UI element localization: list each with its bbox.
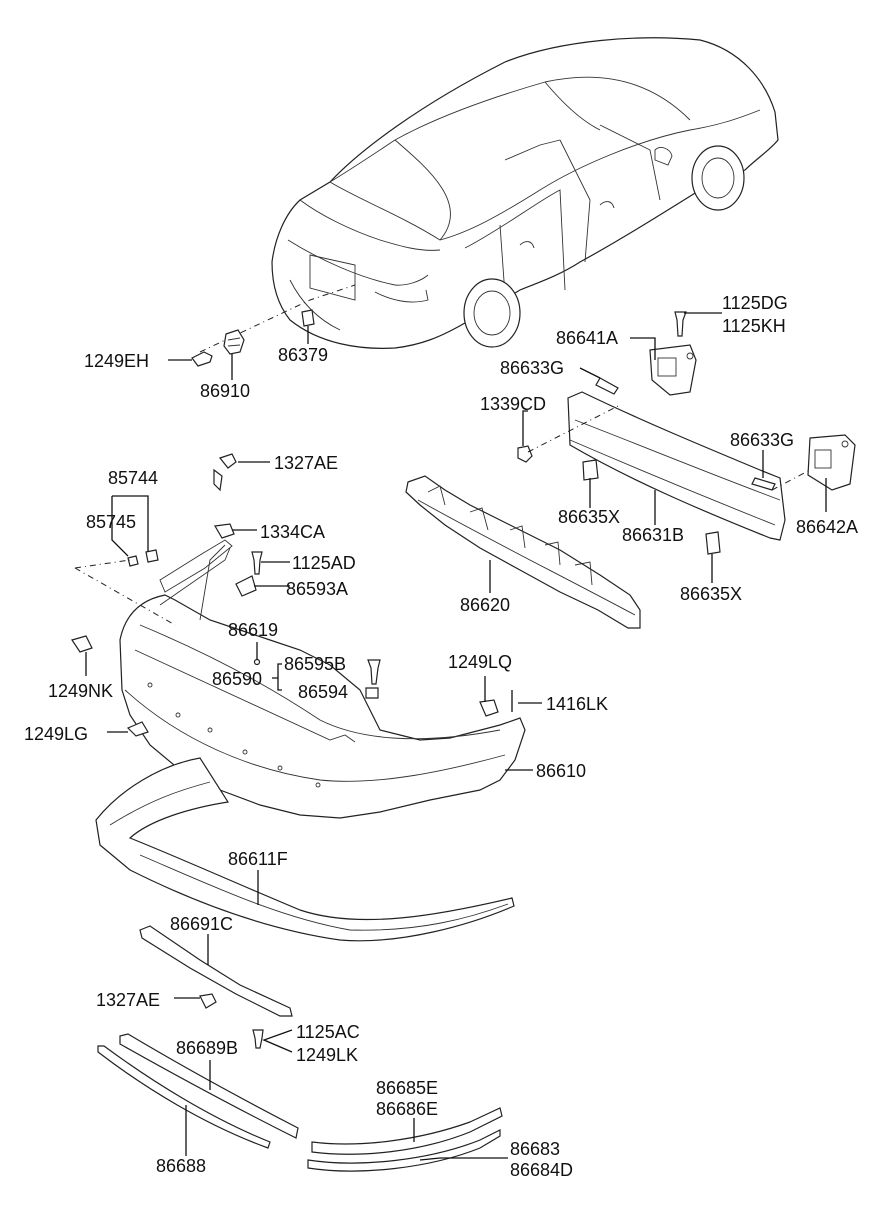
car-illustration <box>271 37 779 349</box>
bolt-1125AD-icon <box>251 551 263 575</box>
label-86593A: 86593A <box>286 579 348 599</box>
nut-1327AE-top-icon <box>218 453 237 469</box>
bolt-86595B-icon <box>367 659 381 685</box>
label-86686E: 86686E <box>376 1099 438 1119</box>
label-1125AC: 1125AC <box>296 1022 360 1042</box>
leader-lines <box>85 312 827 1161</box>
label-1249EH: 1249EH <box>84 351 149 371</box>
bracket-86641A-icon <box>649 344 697 396</box>
label-86635X-a: 86635X <box>558 507 620 527</box>
bracket-86642A-icon <box>807 434 856 491</box>
molding-86691C-icon <box>139 925 293 1017</box>
label-1339CD: 1339CD <box>480 394 546 414</box>
nut-86594-icon <box>365 687 379 699</box>
part-86619-icon <box>253 658 261 666</box>
label-86619: 86619 <box>228 620 278 640</box>
label-85744: 85744 <box>108 468 158 488</box>
label-1416LK: 1416LK <box>546 694 608 714</box>
label-86594: 86594 <box>298 682 348 702</box>
label-86633G-top: 86633G <box>500 358 564 378</box>
bracket-86635X-b-icon <box>705 531 721 555</box>
bracket-86593A-side <box>159 539 233 593</box>
label-86691C: 86691C <box>170 914 233 934</box>
clip-85744-icon <box>145 549 159 563</box>
label-86610: 86610 <box>536 761 586 781</box>
label-86683: 86683 <box>510 1139 560 1159</box>
label-1249LK: 1249LK <box>296 1045 358 1065</box>
bracket-86593A-icon <box>235 575 257 597</box>
label-1327AE-bottom: 1327AE <box>96 990 160 1010</box>
label-86689B: 86689B <box>176 1038 238 1058</box>
label-1125DG: 1125DG <box>722 293 788 313</box>
label-1249LG: 1249LG <box>24 724 88 744</box>
label-86620: 86620 <box>460 595 510 615</box>
clip-85745-icon <box>127 555 139 567</box>
absorber-86620-icon <box>405 475 641 629</box>
label-86910: 86910 <box>200 381 250 401</box>
label-1334CA: 1334CA <box>260 522 325 542</box>
nut-1339CD-icon <box>517 445 533 463</box>
strip-86683-icon <box>307 1129 501 1172</box>
label-86688: 86688 <box>156 1156 206 1176</box>
label-86684D: 86684D <box>510 1160 573 1180</box>
bolt-1125AC-icon <box>252 1029 264 1049</box>
screw-1249NK-icon <box>71 635 93 653</box>
label-86631B: 86631B <box>622 525 684 545</box>
valance-86611F-icon <box>95 757 515 942</box>
label-86642A: 86642A <box>796 517 858 537</box>
strip-86689B-icon <box>119 1033 299 1139</box>
clip-86633G-top-icon <box>595 377 619 395</box>
label-86641A: 86641A <box>556 328 618 348</box>
beam-86631B-icon <box>567 391 786 541</box>
clip-small-top-icon <box>213 468 223 492</box>
clip-1334CA-icon <box>214 523 235 539</box>
strip-86688-icon <box>97 1045 271 1149</box>
bolt-1125DG-icon <box>674 311 687 337</box>
label-1249LQ: 1249LQ <box>448 652 512 672</box>
label-1125KH: 1125KH <box>722 316 786 336</box>
label-86685E: 86685E <box>376 1078 438 1098</box>
screw-1249EH-icon <box>191 351 213 367</box>
label-1125AD: 1125AD <box>292 553 356 573</box>
clip-86379-icon <box>301 309 315 327</box>
label-86611F: 86611F <box>228 849 288 869</box>
label-1249NK: 1249NK <box>48 681 113 701</box>
label-85745: 85745 <box>86 512 136 532</box>
screw-1249LQ-icon <box>479 699 499 717</box>
label-86633G-right: 86633G <box>730 430 794 450</box>
clip-86910-icon <box>223 329 245 355</box>
label-86590: 86590 <box>212 669 262 689</box>
label-1327AE-top: 1327AE <box>274 453 338 473</box>
screw-1249LG-icon <box>126 721 149 737</box>
nut-1327AE-bottom-icon <box>199 993 217 1009</box>
label-86635X-b: 86635X <box>680 584 742 604</box>
bracket-86635X-a-icon <box>582 459 599 481</box>
label-86595B: 86595B <box>284 654 346 674</box>
strip-86685E-icon <box>311 1107 503 1155</box>
part-labels: 1125DG 1125KH 86641A 86633G 1339CD 86633… <box>24 293 858 1180</box>
label-86379: 86379 <box>278 345 328 365</box>
